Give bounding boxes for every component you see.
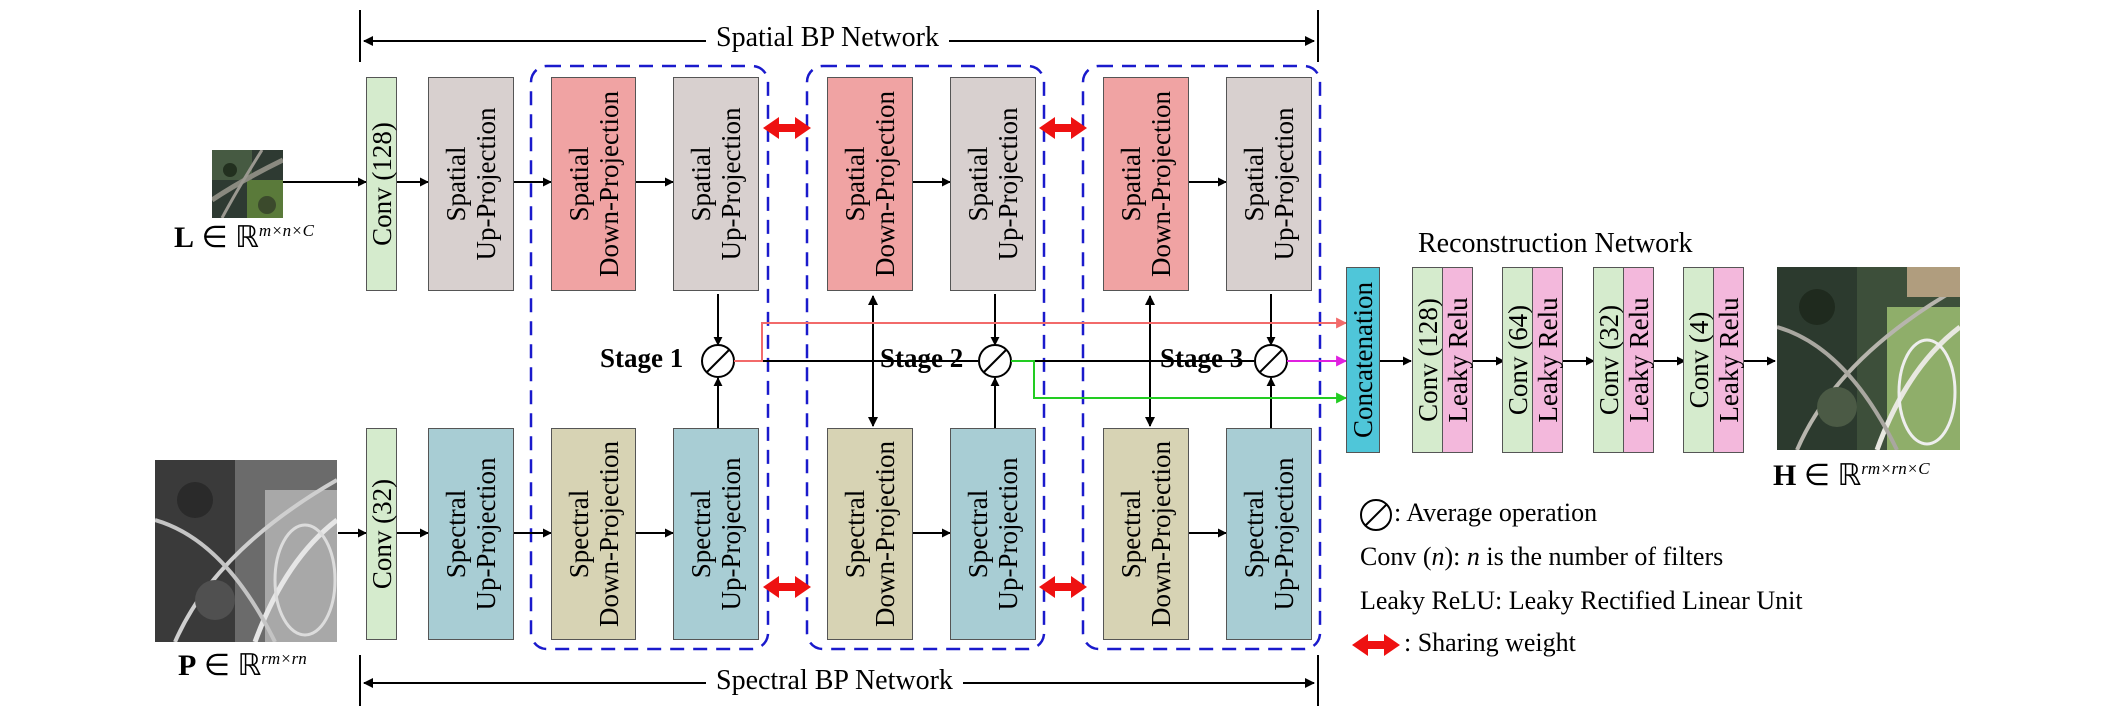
recon-leaky-relu-block-3: Leaky Relu [1623,267,1654,453]
legend-average-text: : Average operation [1394,498,1598,527]
feed-stage-2 [1011,360,1348,404]
legend-share-arrow-icon [1352,634,1400,656]
feed-stage-1 [734,317,1348,362]
stage-3-label: Stage 3 [1160,343,1244,373]
legend-share-text: : Sharing weight [1404,628,1576,657]
spatial-conv-block: Conv (128) [366,77,397,291]
concatenation-block: Concatenation [1346,267,1380,453]
legend-conv-text: Conv (n): n is the number of filters [1360,542,1724,571]
recon-leaky-relu-block-2: Leaky Relu [1532,267,1563,453]
hr-output-label: H ∈ ℝrm×rn×C [1773,459,1930,492]
hr-output-image [1777,267,1960,450]
spectral-conv-block: Conv (32) [366,428,397,640]
pan-input-image [155,460,337,642]
stage-vertical-arrows [713,294,1276,428]
stage-3-box [1081,64,1322,651]
stage-1-label: Stage 1 [600,343,684,373]
stage-1-box [529,64,770,651]
legend-leaky-text: Leaky ReLU: Leaky Rectified Linear Unit [1360,586,1803,615]
pan-input-label: P ∈ ℝrm×rn [178,649,307,682]
recon-conv-block-4: Conv (4) [1683,267,1714,453]
spectral-network-title: Spectral BP Network [706,665,963,697]
recon-leaky-relu-block-4: Leaky Relu [1713,267,1744,453]
share-weight-arrow-bottom-1 [763,576,811,598]
lr-input-image [212,150,283,218]
share-weight-arrow-top-1 [763,117,811,139]
reconstruction-network-title: Reconstruction Network [1418,228,1693,259]
stage-2-label: Stage 2 [880,343,964,373]
recon-leaky-relu-block-1: Leaky Relu [1442,267,1473,453]
recon-conv-block-2: Conv (64) [1502,267,1533,453]
recon-conv-block-3: Conv (32) [1593,267,1624,453]
recon-conv-block-1: Conv (128) [1412,267,1443,453]
spatial-network-title: Spatial BP Network [706,22,949,54]
lr-input-label: L ∈ ℝm×n×C [174,221,314,254]
stage-2-box [805,64,1046,651]
average-circles [701,344,1392,531]
share-weight-arrow-bottom-2 [1039,576,1087,598]
share-weight-arrow-top-2 [1039,117,1087,139]
